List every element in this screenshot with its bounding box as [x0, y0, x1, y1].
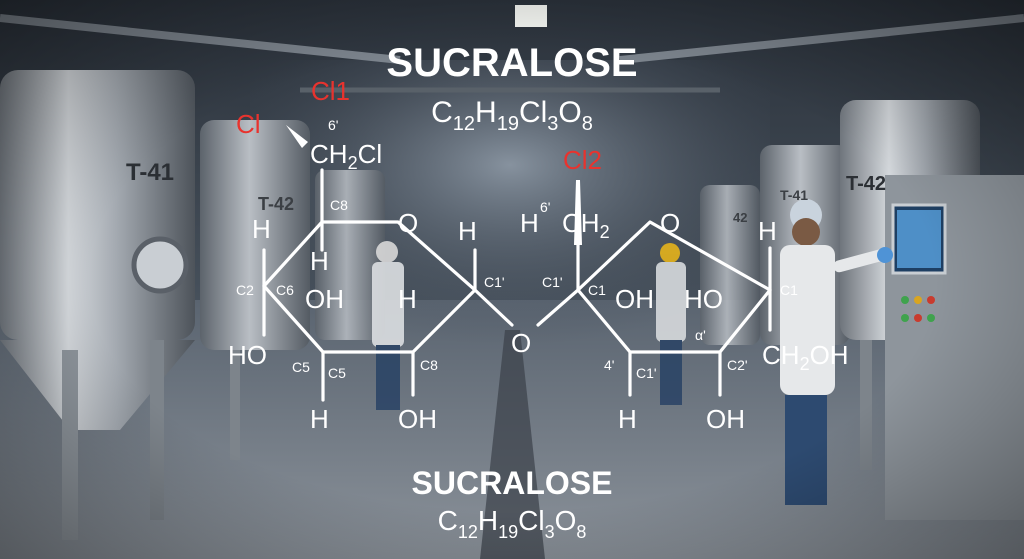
- h-c1-right: H: [758, 216, 777, 246]
- c2-label: C2: [236, 282, 254, 298]
- top-title: SUCRALOSE: [386, 41, 637, 85]
- cl2-label: Cl2: [563, 145, 602, 175]
- c1p-bottom: C1': [636, 365, 657, 381]
- c2p: C2': [727, 357, 748, 373]
- c1p-left: C1': [484, 274, 505, 290]
- c8-top: C8: [330, 197, 348, 213]
- oh-left-upper: OH: [305, 284, 344, 314]
- ho-left: HO: [228, 340, 267, 370]
- bottom-title: SUCRALOSE: [412, 465, 613, 501]
- h-ch2-left: H: [520, 208, 539, 238]
- alpha-prime: α': [695, 327, 706, 343]
- h-left-inner: H: [398, 284, 417, 314]
- c5-b: C5: [328, 365, 346, 381]
- bottom-formula: C12H19Cl3O8: [438, 505, 587, 542]
- tank-label-t42-left: T-42: [258, 194, 294, 214]
- six-prime-a: 6': [328, 117, 338, 133]
- h-c8: H: [310, 246, 329, 276]
- h-c5: H: [310, 404, 329, 434]
- oh-c2p: OH: [706, 404, 745, 434]
- oh-right-upper: OH: [615, 284, 654, 314]
- ho-right-upper: HO: [684, 284, 723, 314]
- right-ring: [536, 180, 772, 397]
- tank-label-t41: T-41: [126, 159, 174, 186]
- cl-left-label: Cl: [236, 109, 261, 139]
- top-formula: C12H19Cl3O8: [431, 96, 593, 135]
- c1-mid: C1: [588, 282, 606, 298]
- o-bridge: O: [511, 328, 531, 358]
- h-c2-top: H: [252, 214, 271, 244]
- c1p-mid: C1': [542, 274, 563, 290]
- ch2cl-label: CH2Cl: [310, 139, 382, 173]
- ch2-right-label: CH2: [562, 208, 610, 242]
- tank-label-t42-right: T-42: [846, 173, 886, 195]
- h-c1p-bottom: H: [618, 404, 637, 434]
- c8-bottom: C8: [420, 357, 438, 373]
- c1-right: C1: [780, 282, 798, 298]
- c5-a: C5: [292, 359, 310, 375]
- o-left-ring: O: [398, 208, 418, 238]
- four-prime: 4': [604, 357, 614, 373]
- h-c1p-left: H: [458, 216, 477, 246]
- six-prime-b: 6': [540, 199, 550, 215]
- tank-label-42-far: 42: [733, 210, 747, 225]
- ch2oh-label: CH2OH: [762, 340, 849, 374]
- tank-label-t41-right: T-41: [780, 187, 808, 203]
- c6-label: C6: [276, 282, 294, 298]
- left-ring: [262, 125, 514, 402]
- cl1-label: Cl1: [311, 76, 350, 106]
- o-right-ring: O: [660, 208, 680, 238]
- oh-c8: OH: [398, 404, 437, 434]
